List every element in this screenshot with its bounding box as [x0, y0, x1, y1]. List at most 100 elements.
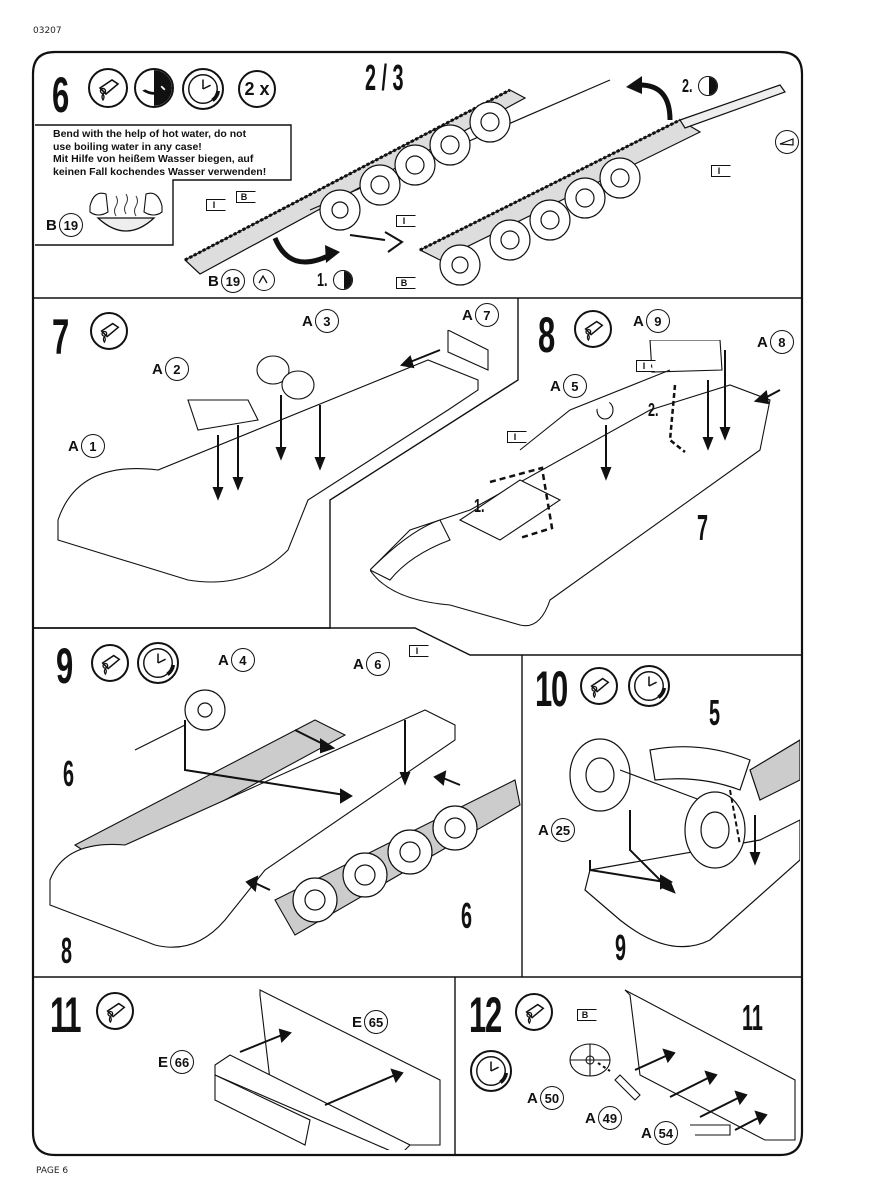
sprue-letter: A [641, 1124, 652, 1142]
bend-icon [253, 269, 275, 291]
assembly-ref-11: 11 [742, 997, 763, 1038]
part-number: 19 [220, 269, 245, 293]
part-number: 7 [474, 303, 499, 327]
assembly-ref-6-right: 6 [461, 895, 473, 936]
assembly-ref-6-left: 6 [63, 753, 75, 794]
sprue-letter: E [158, 1053, 169, 1071]
sub-step-2-label: 2. [682, 76, 693, 96]
document-code: 03207 [33, 26, 62, 36]
sprue-letter: A [218, 651, 229, 669]
part-number: 3 [314, 309, 339, 333]
clock-drying-icon [137, 642, 179, 684]
sprue-letter: A [68, 437, 79, 455]
step-9-number: 9 [56, 638, 73, 694]
dashboard-panel-drawing-step-11 [214, 989, 441, 1150]
glue-icon [515, 993, 553, 1031]
glue-icon [580, 667, 618, 705]
part-number: 19 [58, 213, 83, 237]
cut-knife-icon [775, 130, 799, 154]
part-number: 54 [653, 1121, 678, 1145]
part-number: 66 [170, 1050, 195, 1074]
assembly-ref-8: 8 [61, 930, 73, 971]
chassis-drawing-step-8 [370, 340, 781, 627]
sub-step-2-label: 2. [648, 400, 659, 420]
sprue-letter: A [550, 377, 561, 395]
part-number: 5 [562, 374, 587, 398]
assembly-ref-9: 9 [615, 927, 627, 968]
step-8-number: 8 [538, 307, 555, 363]
sprue-letter: E [352, 1013, 363, 1031]
sprue-letter: A [527, 1089, 538, 1107]
step-7-number: 7 [52, 309, 69, 365]
bend-track-icon [333, 270, 353, 290]
part-number: 9 [645, 309, 670, 333]
clock-drying-icon [470, 1050, 512, 1092]
assembly-ref-5: 5 [709, 692, 721, 733]
note-en-line-1: Bend with the help of hot water, do not [53, 128, 247, 140]
dashboard-with-wheel-drawing [569, 989, 796, 1141]
sprue-letter: A [585, 1109, 596, 1127]
sprue-letter: A [757, 333, 768, 351]
part-number: 65 [364, 1010, 389, 1034]
part-number: 1 [80, 434, 105, 458]
glue-icon [90, 312, 128, 350]
multiplier-badge: 2 x [238, 70, 276, 108]
sprue-letter: A [302, 312, 313, 330]
sprue-letter: A [633, 312, 644, 330]
sprue-letter: A [152, 360, 163, 378]
assembly-ref-7: 7 [697, 507, 709, 548]
chassis-drawing-step-7 [57, 330, 489, 583]
hot-water-bowl-illustration [89, 192, 163, 232]
flag-sprue-i: I [396, 215, 416, 227]
sprue-letter: B [46, 216, 57, 234]
bend-warning-note: Bend with the help of hot water, do not … [53, 128, 266, 178]
step-12-number: 12 [469, 987, 502, 1043]
sprue-letter: A [462, 306, 473, 324]
glue-icon [91, 644, 129, 682]
sprue-letter: B [208, 272, 219, 290]
glue-icon [96, 992, 134, 1030]
glue-icon [574, 310, 612, 348]
clock-drying-icon [628, 665, 670, 707]
glue-icon [88, 68, 128, 108]
part-number: 50 [539, 1086, 564, 1110]
part-number: 49 [597, 1106, 622, 1130]
step-10-number: 10 [535, 661, 568, 717]
note-de-line-2: keinen Fall kochendes Wasser verwenden! [53, 165, 267, 178]
step-6-number: 6 [52, 67, 69, 123]
part-number: 2 [164, 357, 189, 381]
part-number: 25 [550, 818, 575, 842]
bend-track-icon [698, 76, 718, 96]
part-number: 6 [365, 652, 390, 676]
step-11-number: 11 [50, 987, 82, 1043]
part-number: 4 [230, 648, 255, 672]
bend-track-icon [134, 68, 174, 108]
chassis-with-tracks-drawing [49, 689, 521, 948]
note-en-line-2: use boiling water in any case! [53, 140, 202, 153]
sub-step-1-label: 1. [317, 270, 328, 290]
part-number: 8 [769, 330, 794, 354]
sprue-letter: A [353, 655, 364, 673]
assembly-ref-2-3: 2 / 3 [365, 57, 404, 98]
note-de-line-1: Mit Hilfe von heißem Wasser biegen, auf [53, 153, 254, 165]
front-axle-drawing [569, 738, 800, 948]
clock-drying-icon [182, 68, 224, 110]
track-assembly-drawing [183, 76, 786, 286]
page-number: PAGE 6 [36, 1166, 69, 1176]
